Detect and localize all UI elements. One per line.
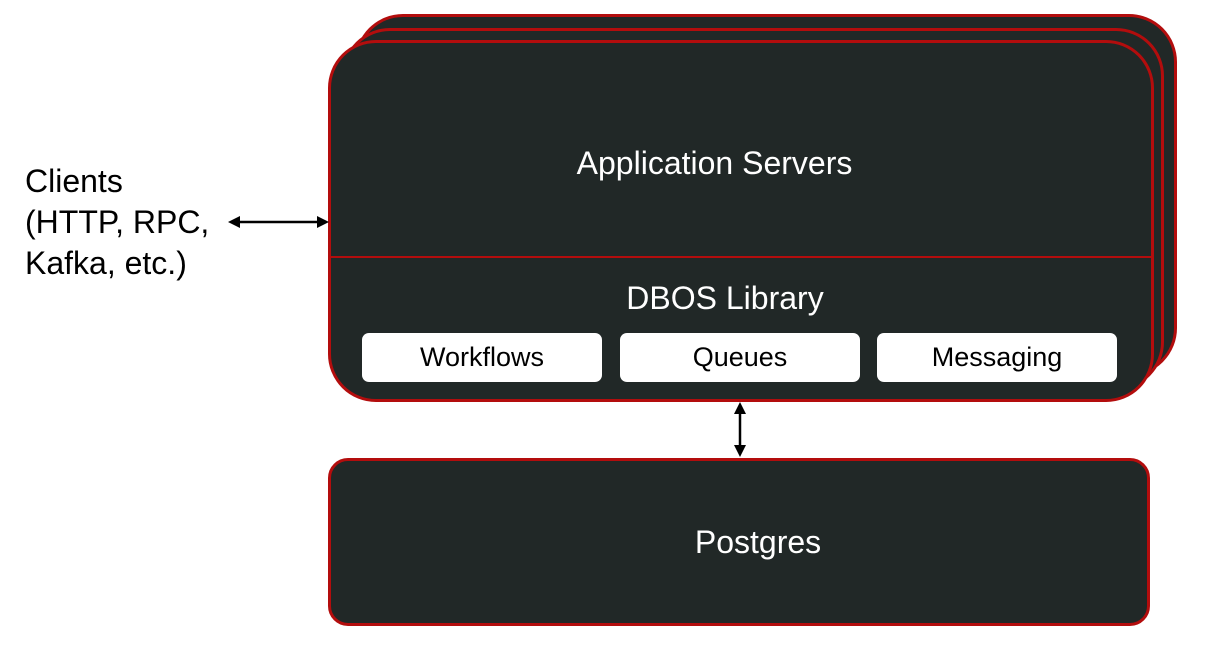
clients-line-2: (HTTP, RPC, [25, 204, 210, 240]
postgres-box [328, 458, 1150, 626]
postgres-label: Postgres [694, 524, 822, 560]
workflows-chip: Workflows [362, 333, 602, 382]
app-to-postgres-arrow [734, 402, 746, 457]
clients-line-1: Clients [25, 163, 123, 199]
queues-chip: Queues [620, 333, 860, 382]
messaging-chip: Messaging [877, 333, 1117, 382]
app-servers-title: Application Servers [576, 145, 853, 181]
clients-line-3: Kafka, etc.) [25, 245, 187, 281]
clients-label: Clients (HTTP, RPC, Kafka, etc.) [25, 161, 209, 284]
clients-to-app-arrow [228, 216, 329, 228]
app-library-divider [331, 256, 1151, 258]
dbos-library-title: DBOS Library [626, 280, 824, 316]
